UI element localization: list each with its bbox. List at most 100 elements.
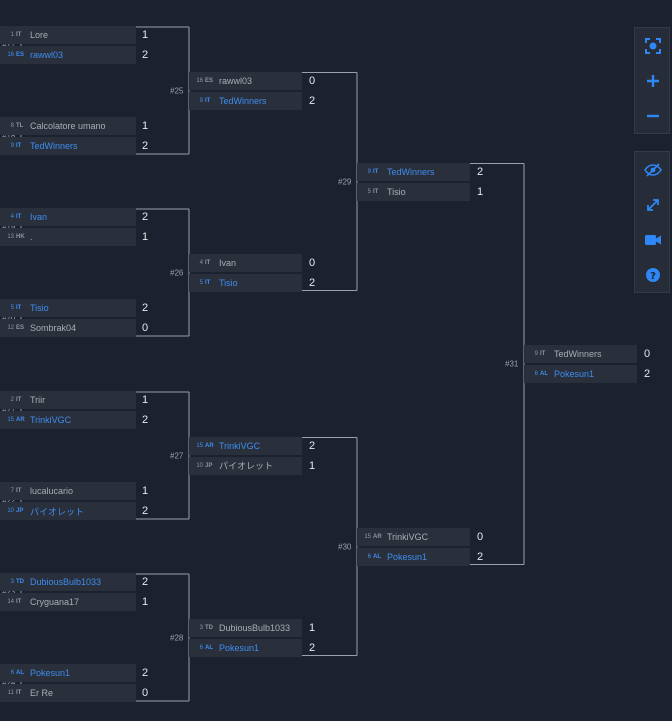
player-name: パイオレット <box>30 506 85 517</box>
player-name: TrinkiVGC <box>30 415 72 425</box>
player-name: TedWinners <box>219 95 267 106</box>
player-name: パイオレット <box>219 461 274 471</box>
player-seed: 9 <box>534 351 538 357</box>
player-country: JP <box>16 508 24 514</box>
match-label: #30 <box>338 542 352 551</box>
zoom-in-button[interactable] <box>635 63 671 98</box>
player-seed: 14 <box>7 599 14 605</box>
player-name: Er Re <box>30 688 54 698</box>
player-name: Ivan <box>30 212 48 222</box>
player-seed: 10 <box>196 462 203 469</box>
player-seed: 1 <box>10 32 14 38</box>
expand-button[interactable] <box>635 187 671 222</box>
match-label: #24 <box>2 678 16 688</box>
zoom-out-button[interactable] <box>635 98 671 133</box>
player-seed: 6 <box>10 670 14 676</box>
record-video-button[interactable] <box>635 222 671 257</box>
player-country: AR <box>373 533 382 540</box>
player-country: IT <box>540 351 546 357</box>
player-name: rawwl03 <box>219 75 253 86</box>
match-label: #18 <box>2 131 16 141</box>
player-score: 1 <box>142 29 149 41</box>
player-country: TD <box>205 624 213 631</box>
match-label: #23 <box>2 587 16 597</box>
player-score: 0 <box>309 256 316 269</box>
match-label: #22 <box>2 496 16 506</box>
player-name: TrinkiVGC <box>219 440 261 451</box>
player-country: IT <box>373 168 379 175</box>
player-name: Tisio <box>30 303 49 313</box>
player-score: 1 <box>142 231 149 243</box>
player-name: lucalucario <box>30 486 74 496</box>
player-country: AL <box>540 371 548 377</box>
match-label: #26 <box>170 268 184 277</box>
player-name: Ivan <box>219 257 237 268</box>
eye-off-icon <box>644 162 662 177</box>
player-score: 1 <box>309 621 316 634</box>
player-score: 2 <box>477 550 484 563</box>
help-button[interactable]: ? <box>635 257 671 292</box>
player-country: AL <box>205 644 213 651</box>
player-score: 1 <box>142 596 149 608</box>
player-country: IT <box>16 143 22 149</box>
player-seed: 9 <box>367 168 371 175</box>
video-icon <box>645 234 661 245</box>
player-country: IT <box>16 214 22 220</box>
player-score: 2 <box>142 211 149 223</box>
player-name: Pokesun1 <box>554 369 595 379</box>
player-country: IT <box>205 279 211 286</box>
player-seed: 15 <box>364 533 371 540</box>
player-name: Tisio <box>219 277 238 288</box>
player-name: Pokesun1 <box>219 642 260 653</box>
player-country: AL <box>373 553 381 560</box>
player-seed: 7 <box>10 488 14 494</box>
player-score: 2 <box>142 302 149 314</box>
player-score: 1 <box>309 459 316 472</box>
view-toolbar: ? <box>634 151 670 293</box>
player-score: 1 <box>142 394 149 406</box>
match-label: #25 <box>170 86 184 95</box>
player-seed: 9 <box>10 143 14 149</box>
focus-button[interactable] <box>635 28 671 63</box>
player-seed: 2 <box>10 397 14 403</box>
zoom-out-icon <box>647 114 659 117</box>
toggle-visibility-button[interactable] <box>635 152 671 187</box>
player-country: ES <box>16 52 25 58</box>
player-country: ES <box>205 77 214 84</box>
player-seed: 4 <box>10 214 14 220</box>
player-score: 2 <box>142 49 149 61</box>
player-seed: 16 <box>196 77 203 84</box>
match-label: #21 <box>2 405 16 415</box>
player-name: TedWinners <box>387 166 435 177</box>
